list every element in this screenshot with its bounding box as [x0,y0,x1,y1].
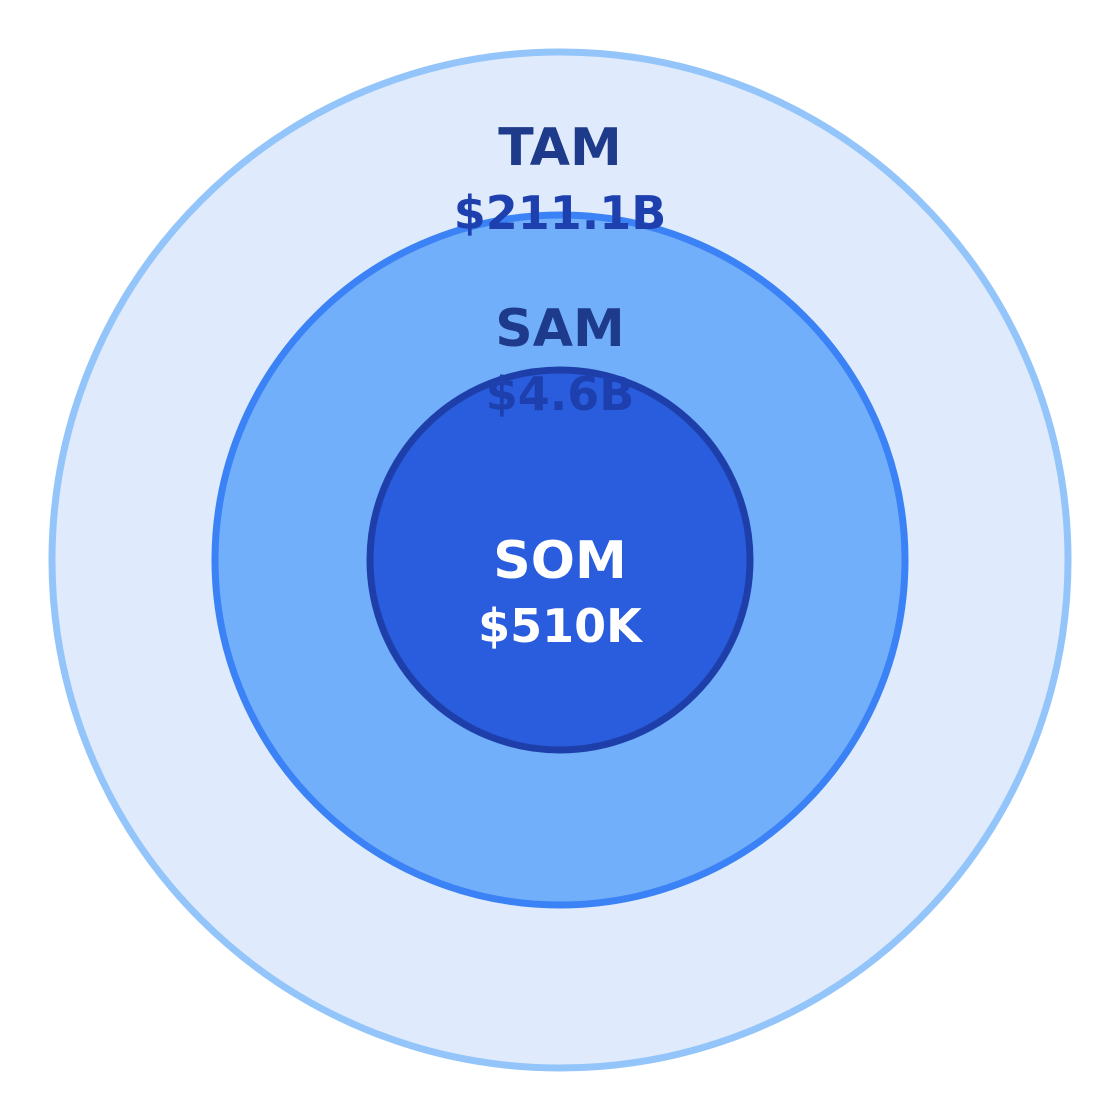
sam-value: $4.6B [486,367,635,421]
tam-label: TAM [498,118,621,178]
som-circle [366,366,754,754]
som-value: $510K [478,599,644,653]
som-label: SOM [493,531,626,591]
sam-label: SAM [495,299,624,359]
tam-value: $211.1B [454,186,667,240]
